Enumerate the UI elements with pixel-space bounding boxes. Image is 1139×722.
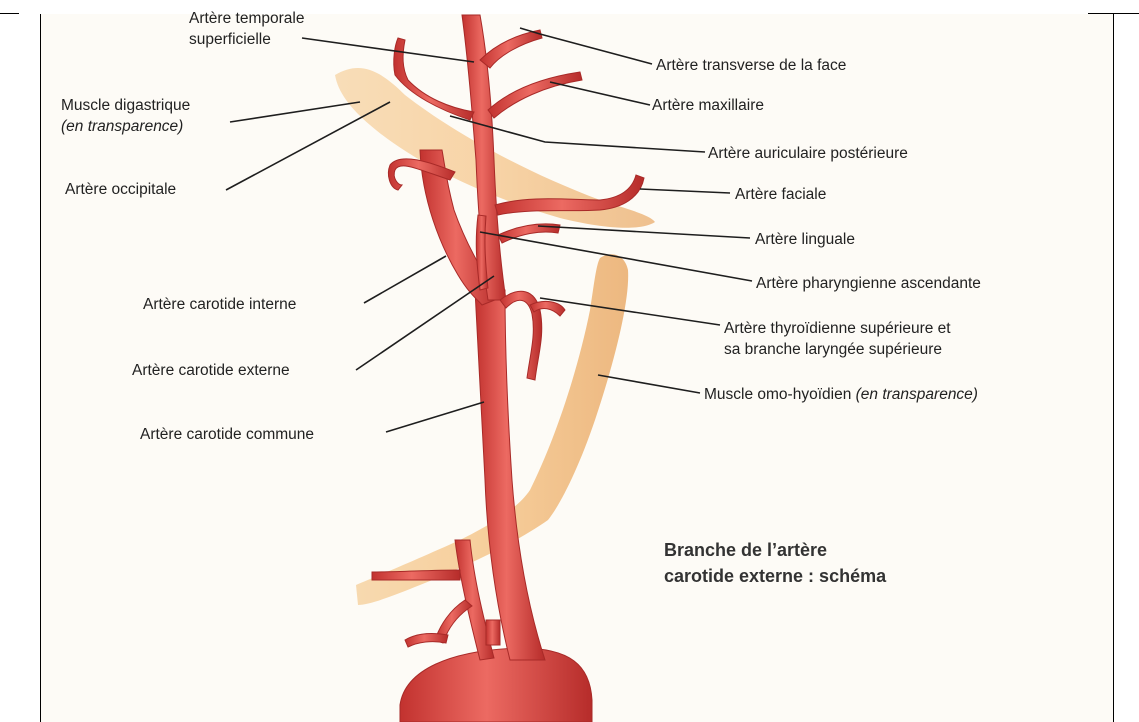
label-thyroidienne-line2: sa branche laryngée supérieure — [724, 341, 942, 358]
label-faciale: Artère faciale — [735, 186, 826, 203]
label-carotide-externe: Artère carotide externe — [132, 362, 290, 379]
label-digastrique-line1: Muscle digastrique — [61, 97, 190, 114]
label-temporale-line2: superficielle — [189, 31, 271, 48]
label-maxillaire: Artère maxillaire — [652, 97, 764, 114]
label-linguale: Artère linguale — [755, 231, 855, 248]
subclavian-branch-1 — [372, 570, 460, 580]
label-auriculaire: Artère auriculaire postérieure — [708, 145, 908, 162]
label-omo-hyoidien: Muscle omo-hyoïdien (en transparence) — [704, 386, 978, 403]
label-omo-hyoidien-main: Muscle omo-hyoïdien — [704, 386, 856, 403]
label-carotide-commune: Artère carotide commune — [140, 426, 314, 443]
diagram-title-line1: Branche de l’artère — [664, 540, 827, 560]
label-pharyngienne: Artère pharyngienne ascendante — [756, 275, 981, 292]
diagram-title-line2: carotide externe : schéma — [664, 566, 887, 586]
label-temporale-line1: Artère temporale — [189, 10, 304, 27]
label-thyroidienne-line1: Artère thyroïdienne supérieure et — [724, 320, 951, 337]
label-transverse: Artère transverse de la face — [656, 57, 846, 74]
label-omo-hyoidien-italic: (en transparence) — [856, 386, 978, 403]
label-digastrique-line2: (en transparence) — [61, 118, 183, 135]
label-occipitale: Artère occipitale — [65, 181, 176, 198]
vessel-stub — [486, 620, 500, 645]
label-carotide-interne: Artère carotide interne — [143, 296, 296, 313]
